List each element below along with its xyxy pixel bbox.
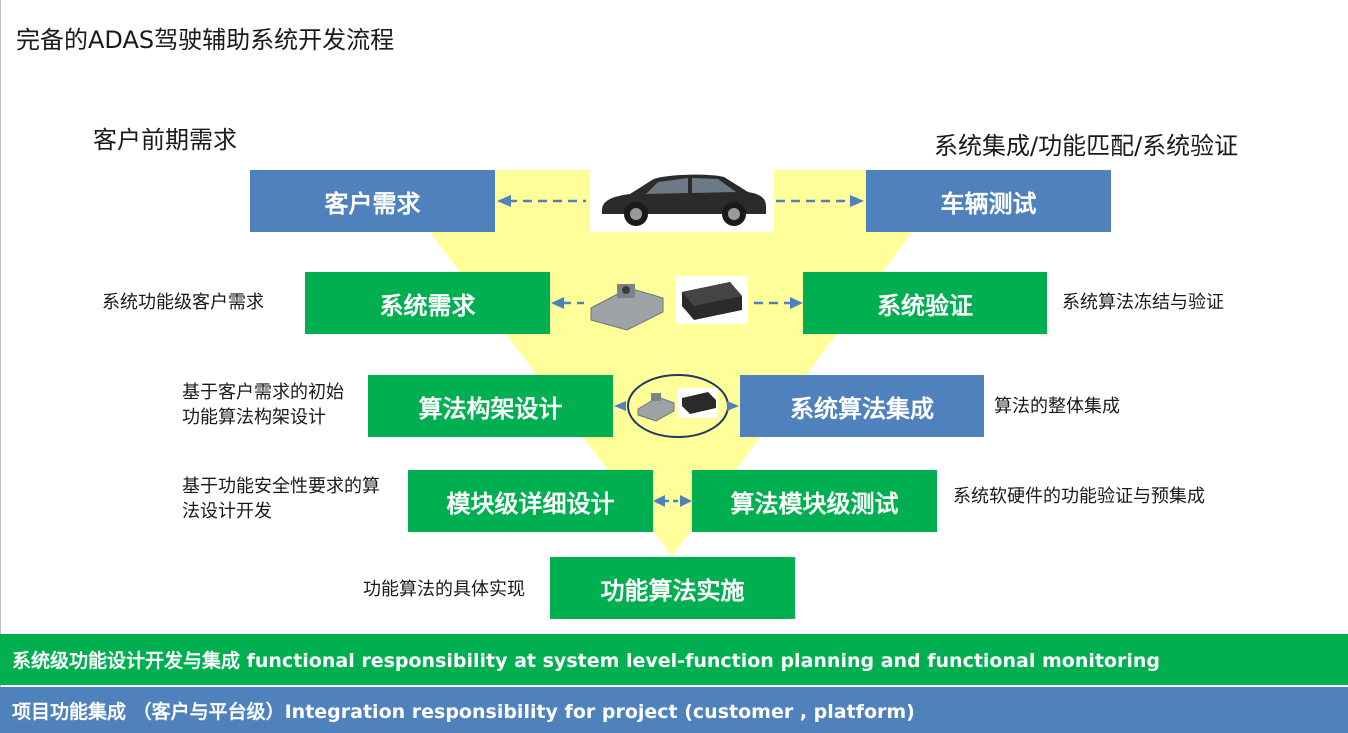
note-line: 功能算法构架设计 bbox=[182, 407, 326, 428]
box-algorithm-architecture: 算法构架设计 bbox=[368, 375, 613, 437]
arrowhead bbox=[551, 297, 564, 309]
note-system-verify: 系统算法冻结与验证 bbox=[1062, 292, 1224, 313]
note-line: 基于客户需求的初始 bbox=[182, 382, 344, 403]
box-function-implementation: 功能算法实施 bbox=[550, 557, 795, 619]
note-algo-arch: 基于客户需求的初始 功能算法构架设计 bbox=[182, 380, 344, 430]
box-system-requirement: 系统需求 bbox=[305, 272, 550, 334]
ecu-unit-icon bbox=[676, 276, 748, 324]
band-system-function: 系统级功能设计开发与集成 functional responsibility a… bbox=[0, 634, 1348, 685]
arrowhead bbox=[614, 401, 626, 411]
band-project-integration: 项目功能集成 （客户与平台级）Integration responsibilit… bbox=[0, 687, 1348, 733]
arrowhead bbox=[653, 495, 665, 507]
note-line: 基于功能安全性要求的算 bbox=[182, 476, 380, 497]
note-module-test: 系统软硬件的功能验证与预集成 bbox=[953, 486, 1205, 507]
box-system-algorithm-integration: 系统算法集成 bbox=[740, 375, 984, 437]
box-customer-requirement: 客户需求 bbox=[250, 170, 495, 232]
arrowhead bbox=[850, 195, 864, 207]
page-border bbox=[0, 0, 1, 733]
box-module-detailed-design: 模块级详细设计 bbox=[408, 470, 653, 532]
heading-customer-early-req: 客户前期需求 bbox=[93, 126, 237, 154]
box-vehicle-test: 车辆测试 bbox=[866, 170, 1111, 232]
box-algorithm-module-test: 算法模块级测试 bbox=[692, 470, 937, 532]
camera-module-small-icon bbox=[637, 393, 675, 422]
arrowhead bbox=[727, 401, 739, 411]
note-integration: 算法的整体集成 bbox=[994, 396, 1120, 417]
page-title: 完备的ADAS驾驶辅助系统开发流程 bbox=[16, 26, 395, 54]
box-system-verification: 系统验证 bbox=[803, 272, 1047, 334]
note-line: 法设计开发 bbox=[182, 501, 272, 522]
camera-module-icon bbox=[590, 284, 664, 331]
arrowhead bbox=[497, 195, 511, 207]
note-implementation: 功能算法的具体实现 bbox=[363, 579, 525, 600]
ecu-unit-small-icon bbox=[678, 388, 718, 418]
note-module-design: 基于功能安全性要求的算 法设计开发 bbox=[182, 474, 380, 524]
funnel-shape bbox=[430, 232, 912, 556]
heading-system-integration: 系统集成/功能匹配/系统验证 bbox=[934, 132, 1239, 160]
arrowhead bbox=[680, 495, 692, 507]
car-icon bbox=[590, 168, 774, 232]
arrowhead bbox=[790, 297, 803, 309]
note-system-req: 系统功能级客户需求 bbox=[102, 292, 264, 313]
